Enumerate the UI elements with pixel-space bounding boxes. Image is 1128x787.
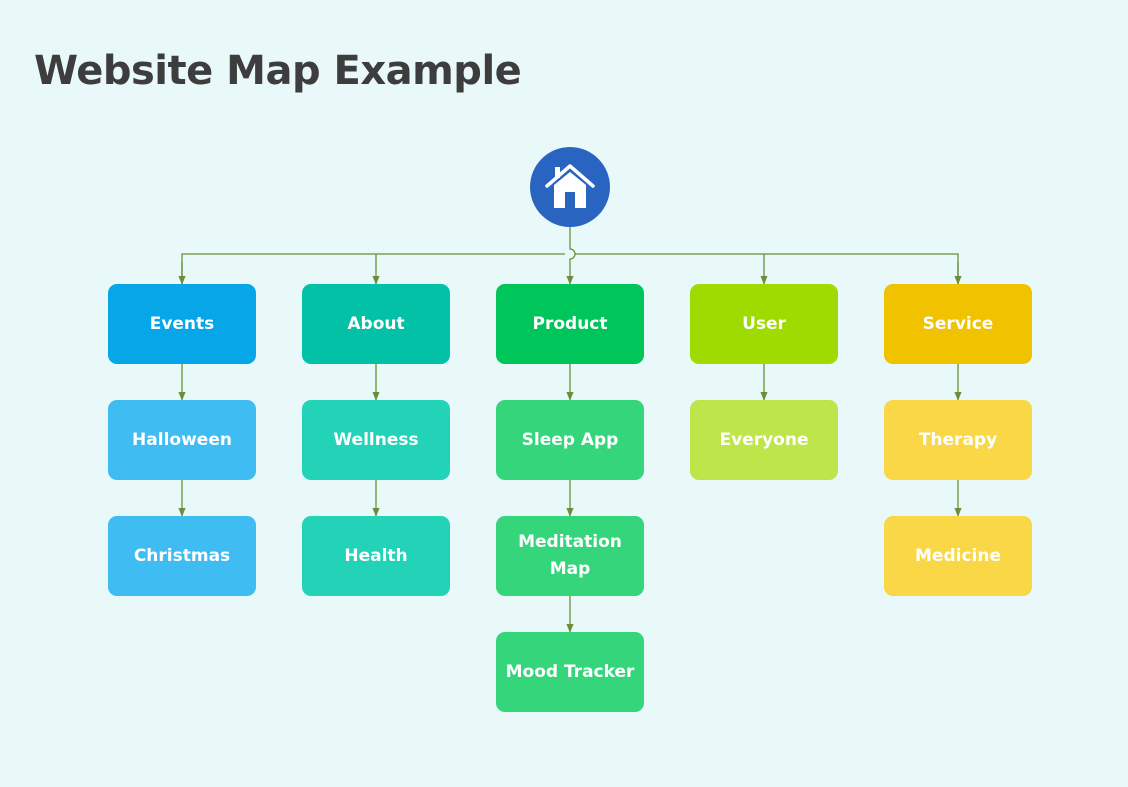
node-medicine[interactable]: Medicine — [884, 516, 1032, 596]
node-health[interactable]: Health — [302, 516, 450, 596]
root-connector — [566, 227, 576, 285]
node-mood-tracker[interactable]: Mood Tracker — [496, 632, 644, 712]
node-product[interactable]: Product — [496, 284, 644, 364]
node-user[interactable]: User — [690, 284, 838, 364]
home-node[interactable] — [530, 147, 610, 227]
node-wellness[interactable]: Wellness — [302, 400, 450, 480]
node-service[interactable]: Service — [884, 284, 1032, 364]
node-halloween[interactable]: Halloween — [108, 400, 256, 480]
node-everyone[interactable]: Everyone — [690, 400, 838, 480]
page-title: Website Map Example — [34, 48, 522, 94]
node-about[interactable]: About — [302, 284, 450, 364]
node-sleep-app[interactable]: Sleep App — [496, 400, 644, 480]
node-events[interactable]: Events — [108, 284, 256, 364]
node-meditation-map[interactable]: Meditation Map — [496, 516, 644, 596]
node-christmas[interactable]: Christmas — [108, 516, 256, 596]
node-therapy[interactable]: Therapy — [884, 400, 1032, 480]
home-icon — [545, 164, 595, 208]
